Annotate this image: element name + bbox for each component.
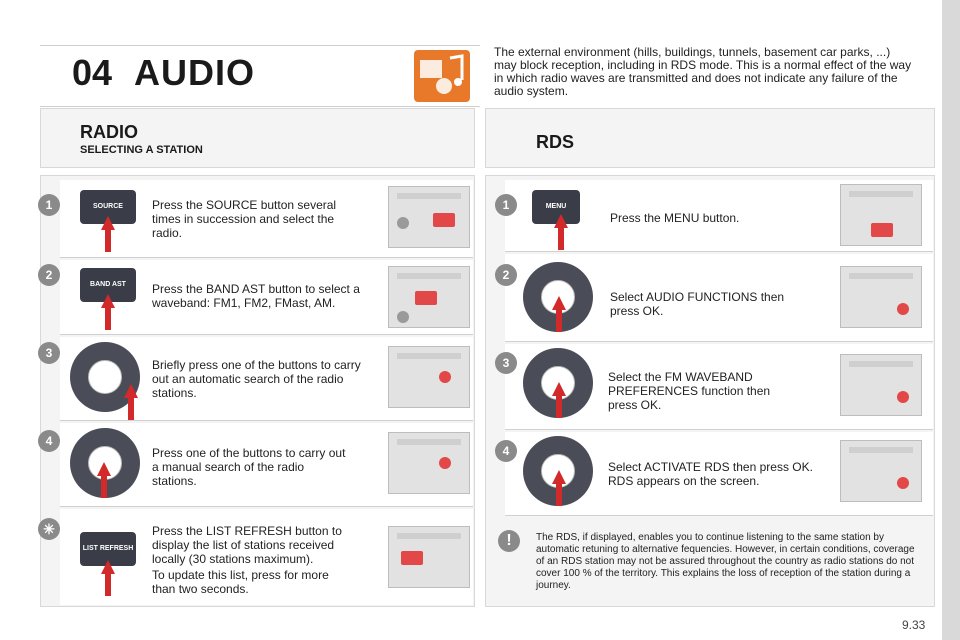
radio-heading-panel <box>40 108 475 168</box>
press-arrow-icon <box>554 214 568 250</box>
step-text: Briefly press one of the buttons to carr… <box>152 358 361 400</box>
music-note-icon <box>414 50 470 102</box>
list-refresh-button-icon: LIST REFRESH <box>80 532 136 566</box>
radio-panel-thumbnail <box>388 266 470 328</box>
step-badge: 3 <box>38 342 60 364</box>
press-arrow-icon <box>101 294 115 330</box>
rds-note: The RDS, if displayed, enables you to co… <box>536 532 915 591</box>
page-edge-rail <box>942 0 960 640</box>
light-bulb-icon: ✳ <box>38 518 60 540</box>
direction-pad-icon <box>523 262 593 332</box>
radio-panel-thumbnail <box>840 354 922 416</box>
press-arrow-icon <box>97 462 111 498</box>
step-text: Select ACTIVATE RDS then press OK. RDS a… <box>608 460 813 488</box>
step-badge: 2 <box>495 264 517 286</box>
radio-subtitle: SELECTING A STATION <box>80 144 203 156</box>
radio-panel-thumbnail <box>388 346 470 408</box>
step-text-2: To update this list, press for more than… <box>152 568 329 596</box>
radio-panel-thumbnail <box>388 432 470 494</box>
press-arrow-icon <box>552 470 566 506</box>
press-arrow-icon <box>101 560 115 596</box>
press-arrow-icon <box>552 296 566 332</box>
rds-title: RDS <box>536 132 575 152</box>
chapter-number: 04 <box>72 52 113 93</box>
step-badge: 1 <box>495 194 517 216</box>
radio-panel-thumbnail <box>388 526 470 588</box>
rds-heading-panel <box>485 108 935 168</box>
step-text: Press the BAND AST button to select a wa… <box>152 282 360 310</box>
step-text: Press the MENU button. <box>610 211 740 225</box>
step-text: Press one of the buttons to carry out a … <box>152 446 346 488</box>
intro-text: The external environment (hills, buildin… <box>494 45 912 98</box>
step-text: Select the FM WAVEBAND PREFERENCES funct… <box>608 370 771 412</box>
radio-title: RADIO <box>80 122 138 142</box>
radio-panel-thumbnail <box>840 184 922 246</box>
chapter-title: AUDIO <box>134 52 255 93</box>
press-arrow-icon <box>552 382 566 418</box>
step-text: Press the SOURCE button several times in… <box>152 198 337 240</box>
radio-panel-thumbnail <box>840 266 922 328</box>
step-badge: 2 <box>38 264 60 286</box>
chapter-header <box>40 45 480 107</box>
exclamation-icon: ! <box>498 530 520 552</box>
step-text: Press the LIST REFRESH button to display… <box>152 524 342 566</box>
step-badge: 4 <box>495 440 517 462</box>
press-arrow-icon <box>101 216 115 252</box>
step-badge: 1 <box>38 194 60 216</box>
radio-panel-thumbnail <box>840 440 922 502</box>
press-arrow-icon <box>124 384 138 420</box>
step-text: Select AUDIO FUNCTIONS then press OK. <box>610 290 785 318</box>
step-badge: 3 <box>495 352 517 374</box>
page-number: 9.33 <box>902 618 926 632</box>
radio-panel-thumbnail <box>388 186 470 248</box>
step-badge: 4 <box>38 430 60 452</box>
